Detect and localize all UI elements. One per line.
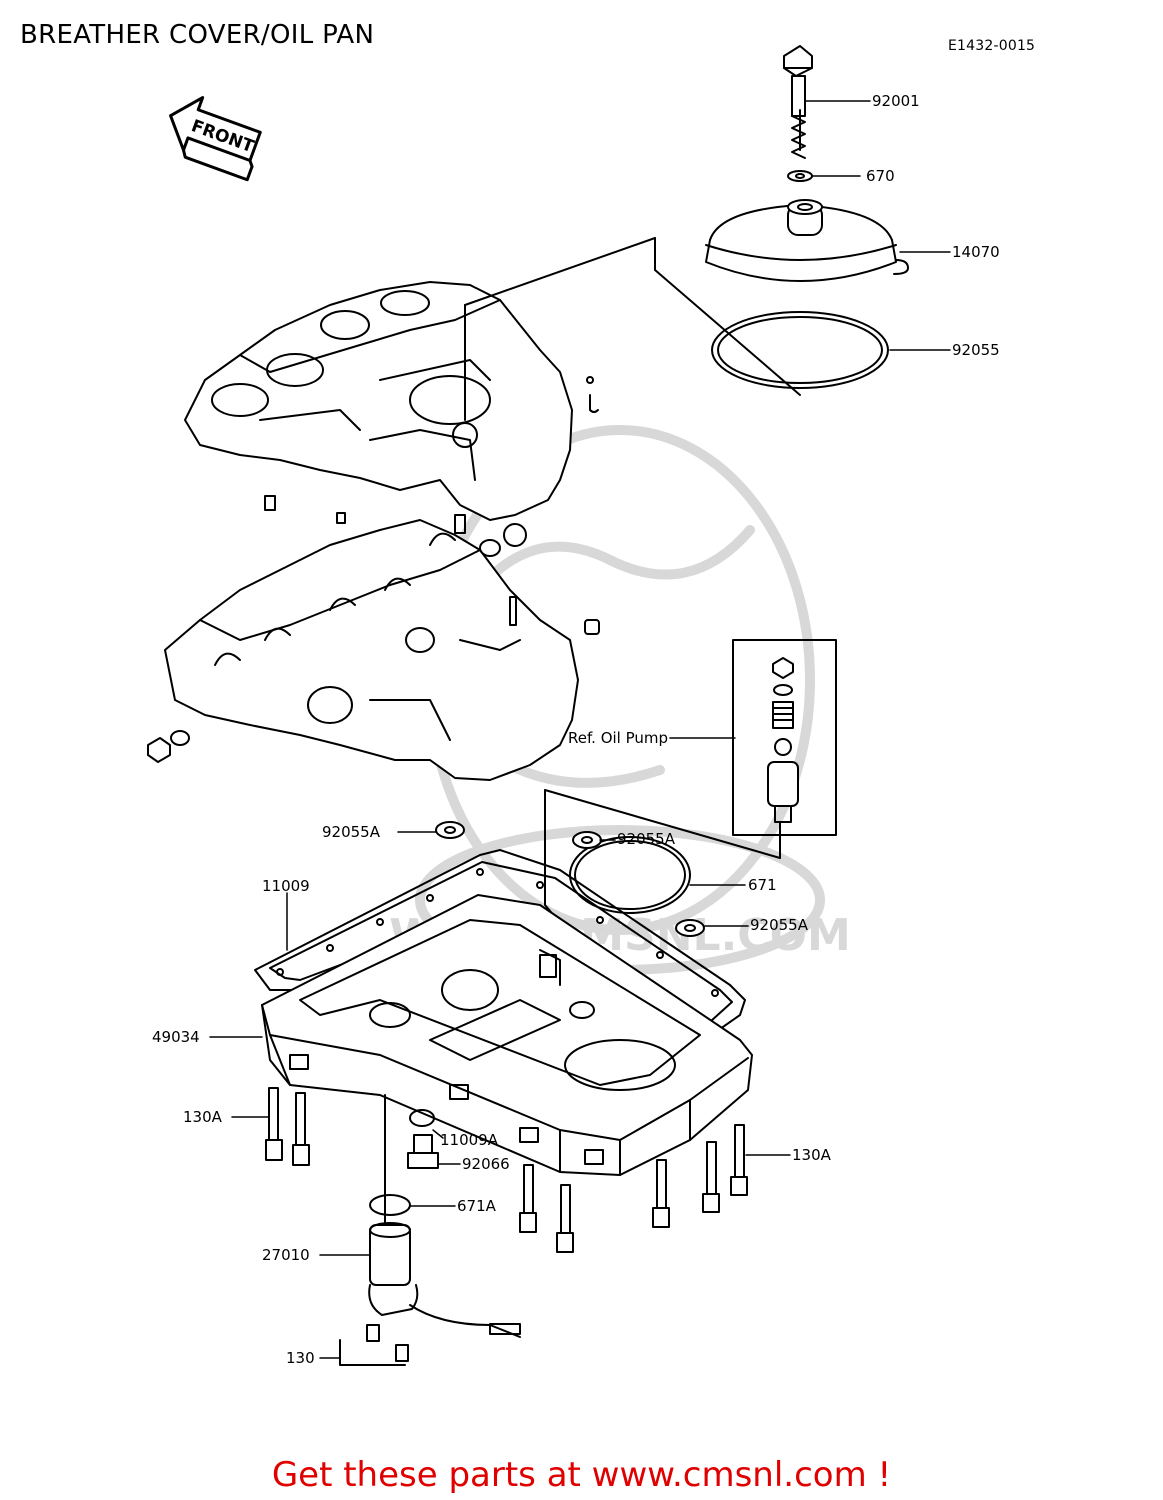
drain-plug-and-gasket [407,1109,439,1169]
oil-pan-bolts-130A [265,1087,748,1253]
breather-o-ring [711,311,889,389]
oil-pump-reference-box [732,639,837,859]
callout-11009A: 11009A [440,1131,498,1149]
diagram-code: E1432-0015 [948,38,1036,54]
callout-130: 130 [286,1349,315,1367]
callout-130A-right: 130A [792,1146,831,1164]
callout-14070: 14070 [952,243,1000,261]
oil-pressure-switch [368,1222,521,1338]
callout-27010: 27010 [262,1246,310,1264]
callout-92001: 92001 [872,92,920,110]
callout-671: 671 [748,876,777,894]
washer-670 [787,170,813,182]
callout-92066: 92066 [462,1155,510,1173]
callout-leaders [209,100,951,1359]
upper-crankcase [184,281,599,521]
callout-670: 670 [866,167,895,185]
callout-49034: 49034 [152,1028,200,1046]
breather-cover-bolt [783,45,813,159]
o-ring-671 [569,836,691,914]
breather-cover [705,199,909,282]
footer-link-text[interactable]: Get these parts at www.cmsnl.com ! [271,1455,892,1495]
front-direction-arrow: FRONT [169,96,262,182]
grommet-92055A [435,821,705,937]
callout-92055A-right: 92055A [750,916,808,934]
callout-11009: 11009 [262,877,310,895]
callout-671A: 671A [457,1197,496,1215]
callout-92055A-left: 92055A [322,823,380,841]
switch-bolts-130 [339,1324,409,1366]
page-title: BREATHER COVER/OIL PAN [20,20,375,50]
callout-92055: 92055 [952,341,1000,359]
o-ring-671A [369,1194,411,1216]
callout-ref-oil-pump: Ref. Oil Pump [568,729,669,747]
callout-92055A-mid: 92055A [617,830,675,848]
callout-130A-left: 130A [183,1108,222,1126]
lower-crankcase [147,512,600,781]
oil-pan [261,894,753,1176]
